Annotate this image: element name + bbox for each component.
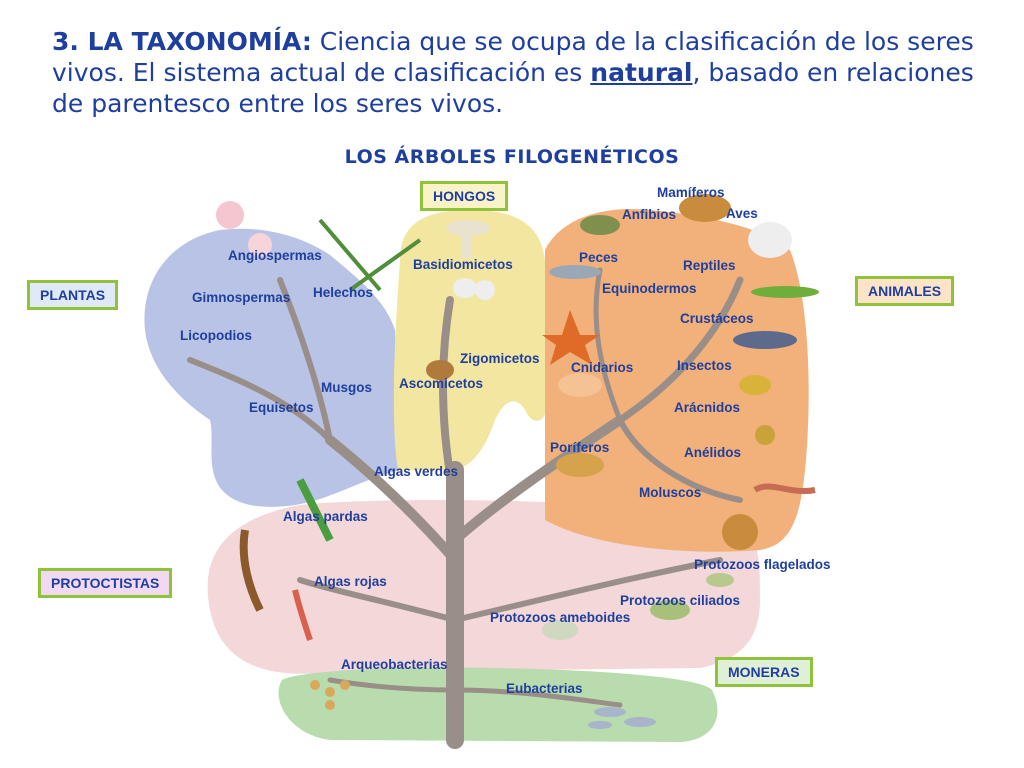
mushroom-stem-icon xyxy=(462,228,472,258)
paramecium-icon xyxy=(650,600,690,620)
lobster-icon xyxy=(733,331,797,349)
label-algas-rojas: Algas rojas xyxy=(314,574,387,589)
label-algas-verdes: Algas verdes xyxy=(374,464,459,479)
label-equinodermos: Equinodermos xyxy=(602,281,697,296)
tree-branches xyxy=(187,267,744,749)
label-arqueobacterias: Arqueobacterias xyxy=(341,657,448,672)
fish-icon xyxy=(549,265,601,279)
red-algae-icon xyxy=(292,589,313,641)
spider-icon xyxy=(755,425,775,445)
heading-text-b: , basado en relaciones de parentesco ent… xyxy=(52,58,974,118)
monera-region xyxy=(278,667,718,742)
archaea-icon-4 xyxy=(325,700,335,710)
frog-icon xyxy=(580,215,620,235)
label-helechos: Helechos xyxy=(313,285,374,300)
label-gimnospermas: Gimnospermas xyxy=(192,290,291,305)
kingdom-box-moneras: MONERAS xyxy=(715,657,813,687)
label-protozoos-ciliados: Protozoos ciliados xyxy=(620,593,741,608)
worm-icon xyxy=(753,483,816,494)
kingdom-box-plantas: PLANTAS xyxy=(27,280,119,310)
animals-region xyxy=(545,209,809,552)
label-licopodios: Licopodios xyxy=(180,328,252,343)
brown-algae-icon xyxy=(239,529,264,612)
heading-keyword: natural xyxy=(590,58,693,87)
mushroom-icon-3 xyxy=(475,280,495,300)
sponge-icon xyxy=(556,453,604,477)
label-protozoos-flagelados: Protozoos flagelados xyxy=(694,557,831,572)
kingdom-box-animales: ANIMALES xyxy=(855,276,955,306)
fern-icon xyxy=(318,218,382,292)
label-protozoos-ameboides: Protozoos ameboides xyxy=(490,610,631,625)
label-moluscos: Moluscos xyxy=(639,485,702,500)
lizard-icon xyxy=(751,286,819,298)
mushroom-icon-2 xyxy=(453,278,477,298)
kingdom-box-protoctistas: PROTOCTISTAS xyxy=(38,568,173,598)
label-angiospermas: Angiospermas xyxy=(228,248,322,263)
bacteria-icon-2 xyxy=(624,717,656,727)
label-aracnidos: Arácnidos xyxy=(674,400,741,415)
lion-icon xyxy=(679,194,731,222)
label-ascomicetos: Ascomicetos xyxy=(399,376,484,391)
flower-icon-2 xyxy=(248,233,272,257)
label-mamiferos: Mamíferos xyxy=(657,185,725,200)
label-poriferos: Poríferos xyxy=(550,440,610,455)
label-reptiles: Reptiles xyxy=(683,258,736,273)
bee-icon xyxy=(739,375,771,395)
label-cnidarios: Cnidarios xyxy=(571,360,634,375)
pelican-icon xyxy=(748,222,792,258)
kingdom-box-hongos: HONGOS xyxy=(420,181,509,211)
diagram-subtitle: LOS ÁRBOLES FILOGENÉTICOS xyxy=(344,146,680,168)
fern-icon-2 xyxy=(348,238,422,292)
heading-number: 3. LA TAXONOMÍA: xyxy=(52,27,312,56)
label-algas-pardas: Algas pardas xyxy=(283,509,368,524)
snail-icon xyxy=(722,514,758,550)
label-eubacterias: Eubacterias xyxy=(506,681,583,696)
jellyfish-icon xyxy=(558,373,602,397)
label-aves: Aves xyxy=(726,206,758,221)
archaea-icon-3 xyxy=(340,680,350,690)
archaea-icon-2 xyxy=(325,687,335,697)
flower-icon xyxy=(216,201,244,229)
organism-illustrations xyxy=(216,194,819,729)
heading-text-a: Ciencia que se ocupa de la clasificación… xyxy=(52,27,974,87)
flagellate-icon xyxy=(706,573,734,587)
amoeba-icon xyxy=(542,620,578,640)
bacteria-icon xyxy=(594,707,626,717)
slide-heading: 3. LA TAXONOMÍA: Ciencia que se ocupa de… xyxy=(52,26,992,119)
plants-region xyxy=(144,228,400,507)
label-musgos: Musgos xyxy=(321,380,373,395)
starfish-icon xyxy=(542,310,600,365)
archaea-icon xyxy=(310,680,320,690)
label-insectos: Insectos xyxy=(677,358,732,373)
label-zigomicetos: Zigomicetos xyxy=(460,351,540,366)
label-crustaceos: Crustáceos xyxy=(680,311,754,326)
label-basidiomicetos: Basidiomicetos xyxy=(413,257,513,272)
label-peces: Peces xyxy=(579,250,619,265)
cup-fungus-icon xyxy=(426,360,454,380)
label-anelidos: Anélidos xyxy=(684,445,742,460)
label-anfibios: Anfibios xyxy=(622,207,676,222)
seaweed-icon xyxy=(296,478,334,542)
fungi-region xyxy=(393,210,548,470)
bacteria-icon-3 xyxy=(588,721,612,729)
label-equisetos: Equisetos xyxy=(249,400,314,415)
